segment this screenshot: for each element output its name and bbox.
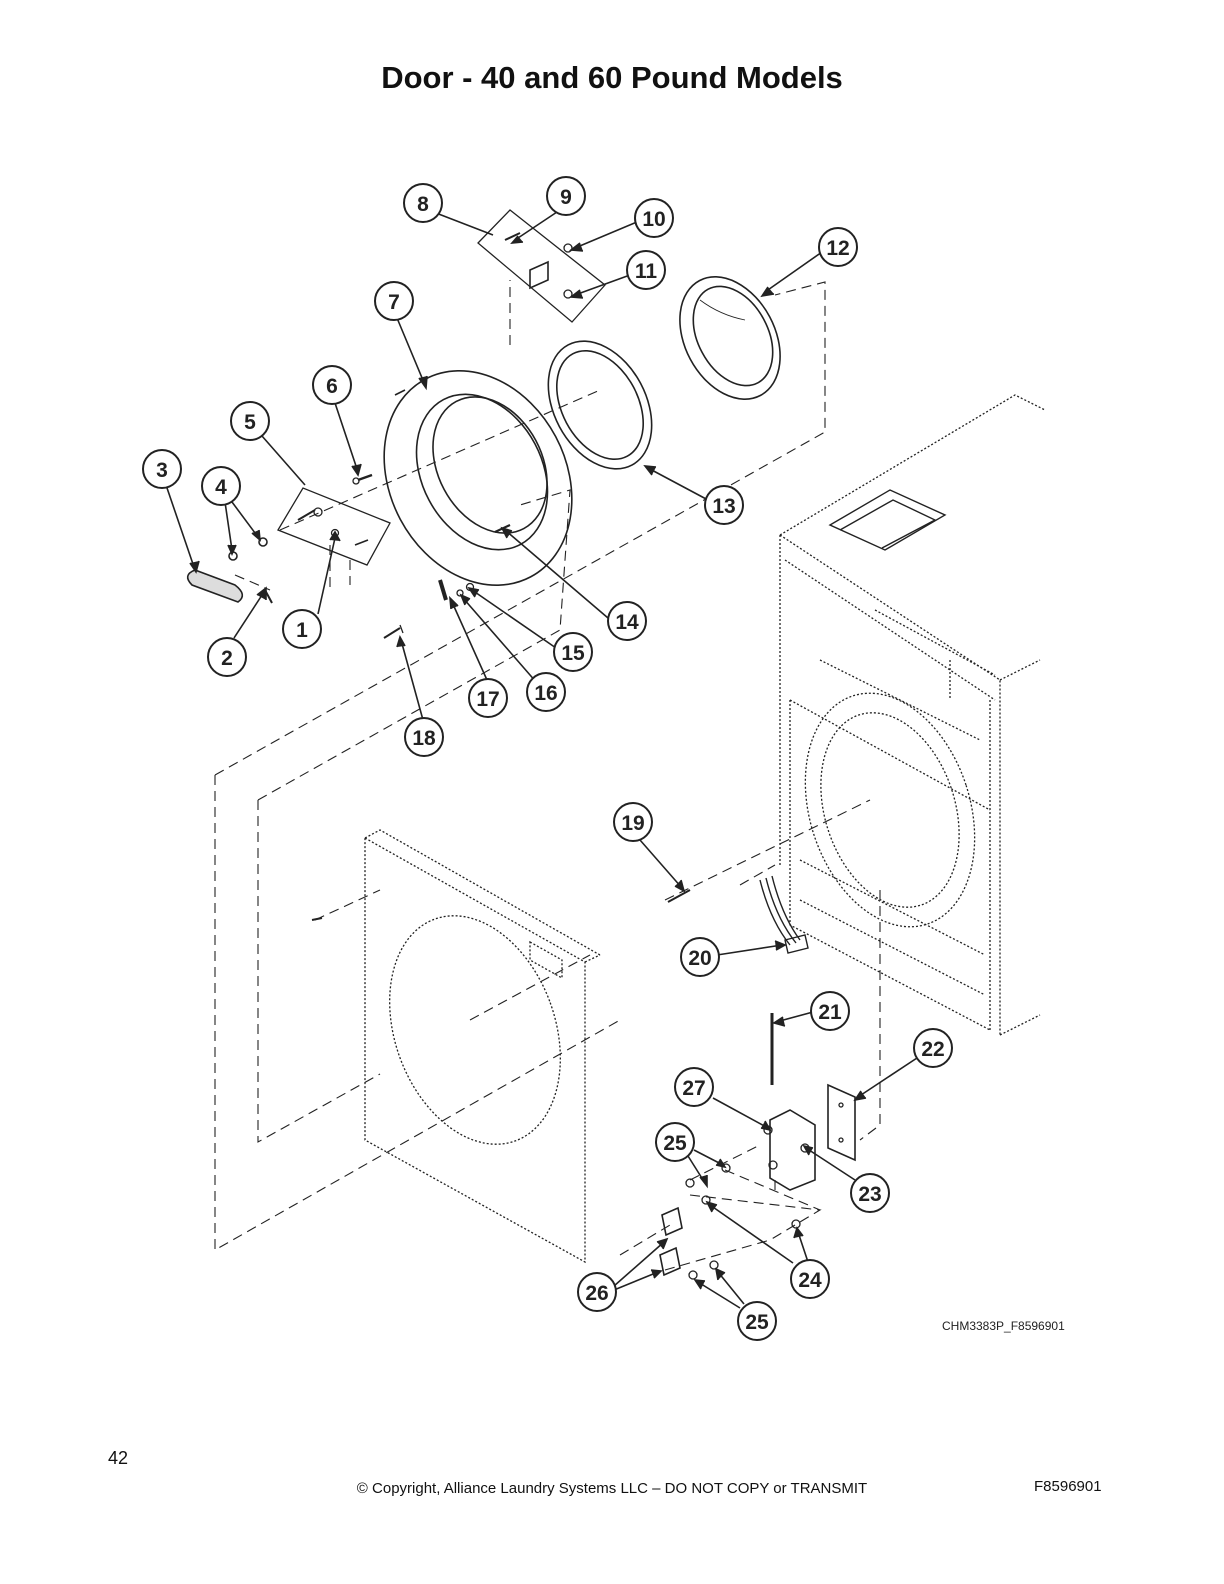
callout-6 (312, 365, 352, 405)
callout-22 (913, 1028, 953, 1068)
callout-label: 18 (412, 727, 436, 750)
rivet-19 (667, 889, 691, 903)
copyright-notice: © Copyright, Alliance Laundry Systems LL… (356, 1480, 868, 1497)
callout-bubbles (142, 176, 953, 1341)
leader-lines (165, 209, 918, 1309)
callout-label: 17 (476, 688, 499, 711)
callout-label: 1 (296, 619, 308, 642)
callout-12 (818, 227, 858, 267)
callout-25a (655, 1122, 695, 1162)
callout-label: 5 (244, 411, 256, 434)
callout-label: 3 (156, 459, 168, 482)
callout-1 (282, 609, 322, 649)
front-panel (364, 829, 601, 1264)
top-vent (828, 489, 947, 551)
callout-label: 14 (615, 611, 639, 634)
callout-15 (553, 632, 593, 672)
callout-20 (680, 937, 720, 977)
callout-10 (634, 198, 674, 238)
callout-label: 23 (858, 1183, 881, 1206)
wire-harness (759, 875, 809, 954)
callout-label: 8 (417, 193, 429, 216)
door-glass (679, 276, 781, 400)
callout-label: 2 (221, 647, 233, 670)
rivet (383, 627, 401, 639)
callout-label: 25 (663, 1132, 687, 1155)
page-number: 42 (108, 1448, 129, 1468)
callout-label: 7 (388, 291, 400, 314)
callout-label: 27 (682, 1077, 705, 1100)
callout-17 (468, 678, 508, 718)
latch-block (659, 1246, 681, 1277)
callout-13 (704, 485, 744, 525)
page-title: Door - 40 and 60 Pound Models (381, 60, 843, 95)
callout-label: 16 (534, 682, 557, 705)
callout-label: 12 (826, 237, 849, 260)
callout-label: 26 (585, 1282, 608, 1305)
assembly-lines (214, 280, 881, 1271)
callout-label: 15 (561, 642, 585, 665)
callout-23 (850, 1173, 890, 1213)
callout-label: 25 (745, 1311, 769, 1334)
callout-label: 11 (635, 260, 658, 283)
callout-25b (737, 1301, 777, 1341)
callout-26 (577, 1272, 617, 1312)
callout-14 (607, 601, 647, 641)
callout-21 (810, 991, 850, 1031)
callout-label: 21 (818, 1001, 842, 1024)
door-handle (186, 569, 244, 603)
latch-bracket (769, 1109, 816, 1191)
callout-8 (403, 183, 443, 223)
callout-9 (546, 176, 586, 216)
callout-label: 4 (215, 476, 227, 499)
callout-2 (207, 637, 247, 677)
callout-label: 6 (326, 375, 338, 398)
callout-4 (201, 466, 241, 506)
screw (357, 473, 373, 482)
callout-11 (626, 250, 666, 290)
latch-block (661, 1206, 683, 1237)
callout-label: 10 (642, 208, 665, 231)
hinge-kit-box (477, 209, 606, 323)
washer (258, 537, 268, 547)
callout-7 (374, 281, 414, 321)
callout-label: 19 (621, 812, 644, 835)
figure-id: CHM3383P_F8596901 (942, 1319, 1065, 1333)
callout-label: 20 (688, 947, 711, 970)
callout-19 (613, 802, 653, 842)
document-number: F8596901 (1034, 1478, 1102, 1495)
door-pin (438, 579, 448, 601)
callout-27 (674, 1067, 714, 1107)
callout-label: 22 (921, 1038, 944, 1061)
callout-label: 24 (798, 1269, 822, 1292)
callout-label: 9 (560, 186, 572, 209)
strike-plate (827, 1083, 856, 1162)
callout-16 (526, 672, 566, 712)
callout-labels: 1 2 3 4 5 6 7 8 9 10 11 12 13 14 15 16 1… (156, 186, 945, 1334)
callout-3 (142, 449, 182, 489)
kit-box (277, 487, 391, 566)
callout-5 (230, 401, 270, 441)
callout-24 (790, 1259, 830, 1299)
door-gasket (547, 340, 653, 470)
callout-18 (404, 717, 444, 757)
machine-cabinet (779, 394, 1046, 1036)
callout-label: 13 (712, 495, 735, 518)
